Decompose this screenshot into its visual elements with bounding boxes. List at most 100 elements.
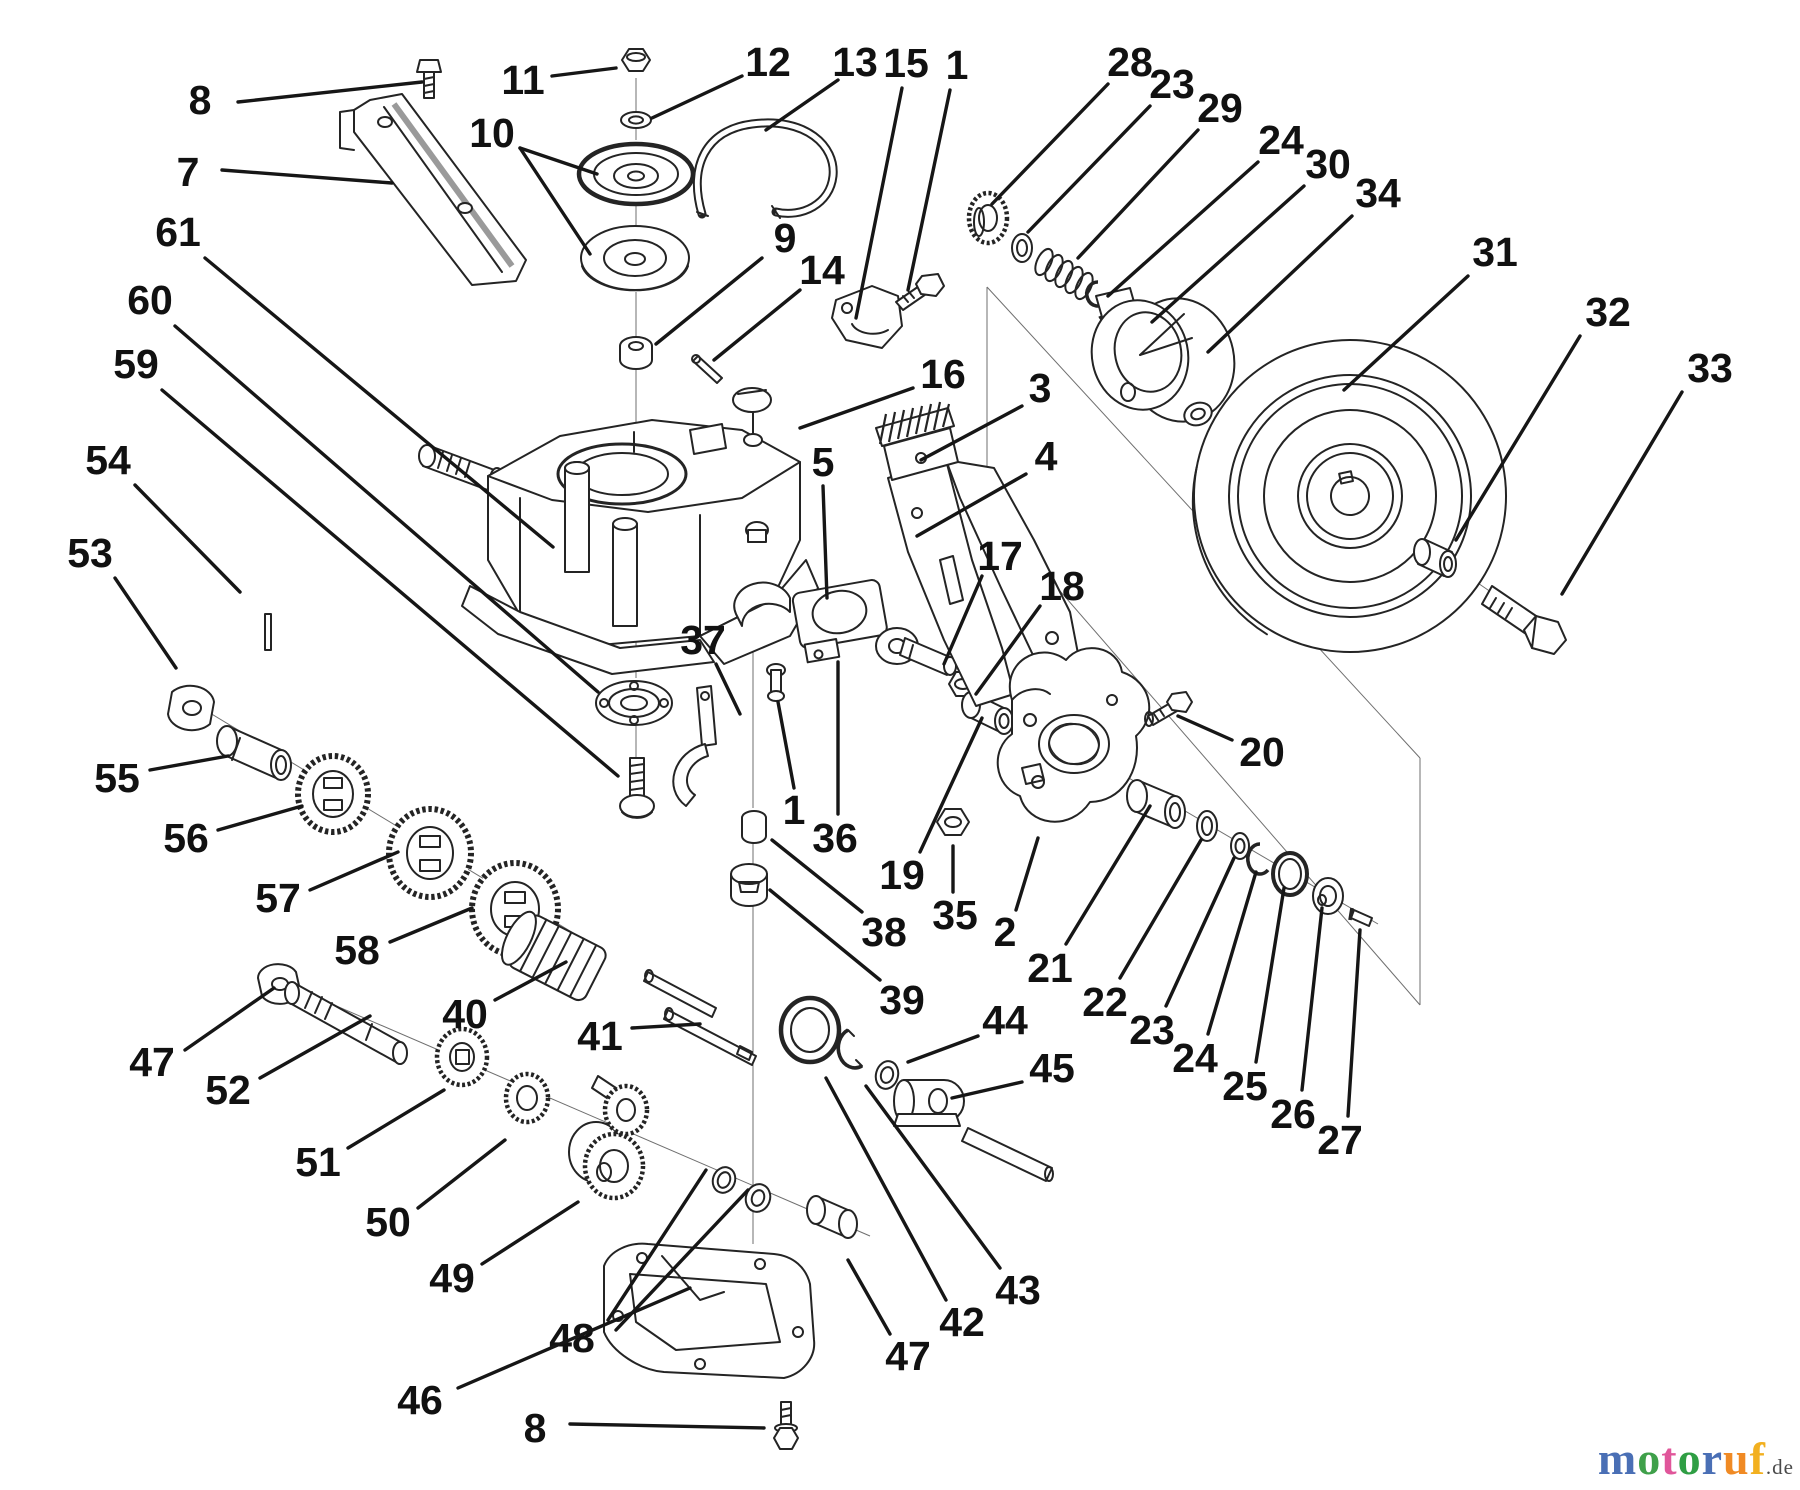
callout-8: 8 — [524, 1405, 547, 1451]
watermark-letter: f — [1749, 1433, 1766, 1484]
bearing-26 — [1312, 877, 1344, 915]
leader-line-43 — [864, 1084, 1002, 1270]
leader-line-29 — [1076, 128, 1200, 260]
callout-27: 27 — [1317, 1117, 1363, 1163]
gear-case-housing — [418, 387, 819, 675]
oil-pan-46 — [603, 1242, 816, 1379]
callout-55: 55 — [94, 755, 140, 801]
leader-line-48 — [606, 1168, 708, 1322]
nut-35 — [936, 808, 970, 836]
leader-line-53 — [113, 576, 178, 670]
callout-46: 46 — [397, 1377, 443, 1423]
leader-line-5 — [821, 484, 829, 600]
callout-30: 30 — [1305, 141, 1351, 187]
leader-line-27 — [1346, 928, 1362, 1118]
callout-4: 4 — [1035, 433, 1058, 479]
callout-16: 16 — [920, 351, 966, 397]
callout-49: 49 — [429, 1255, 475, 1301]
leader-line-1 — [776, 700, 796, 790]
wheel — [1191, 339, 1507, 653]
callout-31: 31 — [1472, 229, 1518, 275]
callout-50: 50 — [365, 1199, 411, 1245]
callout-40: 40 — [442, 991, 488, 1037]
leader-line-46 — [456, 1286, 692, 1390]
callout-14: 14 — [799, 247, 845, 293]
leader-line-12 — [650, 74, 744, 120]
leader-line-20 — [1176, 714, 1234, 742]
bolt-bottom — [773, 1401, 799, 1450]
callout-56: 56 — [163, 815, 209, 861]
leader-line-17 — [942, 574, 984, 666]
callout-35: 35 — [932, 892, 978, 938]
cap-53 — [167, 684, 215, 732]
drive-belt — [692, 118, 838, 219]
watermark-word: motoruf — [1598, 1433, 1766, 1484]
callout-41: 41 — [577, 1013, 623, 1059]
watermark-letter: o — [1637, 1433, 1662, 1484]
gear-51 — [434, 1026, 490, 1088]
retaining-ring-25 — [1271, 851, 1309, 897]
shift-rods-41 — [643, 969, 757, 1066]
gear-49 — [568, 1121, 646, 1201]
leader-line-25 — [1254, 886, 1286, 1064]
watermark-letter: m — [1597, 1433, 1638, 1484]
callout-47: 47 — [129, 1039, 175, 1085]
hub-bracket-2 — [996, 647, 1151, 823]
washer-22 — [1196, 810, 1218, 842]
snap-ring-43 — [836, 1028, 863, 1070]
cluster-gear-lower — [591, 1075, 650, 1137]
leader-line-2 — [1014, 836, 1040, 912]
belt-cover — [339, 93, 527, 286]
callout-32: 32 — [1585, 289, 1631, 335]
leader-line-1 — [906, 88, 952, 292]
callout-7: 7 — [177, 149, 200, 195]
leader-line-16 — [798, 386, 915, 430]
coupling-55 — [216, 725, 292, 781]
callout-layer: 8761605954535556575847525150494846811101… — [67, 39, 1733, 1451]
washer-23-right — [1230, 832, 1250, 860]
watermark-logo: motoruf.de — [1598, 1436, 1794, 1482]
bolt-20 — [1144, 691, 1193, 727]
pulley-lower — [580, 225, 690, 292]
callout-21: 21 — [1027, 945, 1073, 991]
callout-8: 8 — [189, 77, 212, 123]
leader-line-23 — [1164, 856, 1236, 1008]
leader-line-32 — [1454, 334, 1582, 542]
leader-line-34 — [1206, 214, 1354, 354]
leader-line-26 — [1300, 906, 1324, 1092]
leader-line-31 — [1342, 274, 1470, 392]
watermark-letter: t — [1661, 1433, 1678, 1484]
callout-11: 11 — [501, 57, 544, 103]
leader-line-13 — [764, 78, 840, 132]
callout-17: 17 — [977, 533, 1023, 579]
leader-line-59 — [160, 388, 620, 778]
leader-line-42 — [824, 1076, 948, 1302]
callout-5: 5 — [812, 439, 835, 485]
leader-line-33 — [1560, 390, 1684, 596]
leader-line-23 — [1026, 104, 1152, 234]
leader-line-51 — [346, 1088, 446, 1150]
ball-bearing-60 — [595, 680, 673, 726]
cap-47-bottom — [806, 1195, 858, 1239]
leader-line-15 — [854, 86, 904, 320]
spring-29 — [1034, 247, 1094, 301]
callout-20: 20 — [1239, 729, 1285, 775]
leader-line-4 — [915, 472, 1028, 538]
leader-line-28 — [990, 82, 1110, 206]
leader-line-18 — [974, 604, 1042, 696]
callout-10: 10 — [469, 110, 515, 156]
pulley-upper — [576, 141, 696, 207]
gear-56 — [295, 753, 371, 835]
callout-36: 36 — [812, 815, 858, 861]
guide-bracket-15 — [831, 273, 945, 349]
spacer-38 — [741, 810, 767, 844]
leader-line-45 — [950, 1080, 1024, 1100]
leader-line-61 — [203, 256, 555, 549]
callout-58: 58 — [334, 927, 380, 973]
callout-18: 18 — [1039, 563, 1085, 609]
callout-34: 34 — [1355, 170, 1401, 216]
leader-line-47 — [846, 1258, 892, 1336]
leader-line-14 — [712, 288, 802, 362]
